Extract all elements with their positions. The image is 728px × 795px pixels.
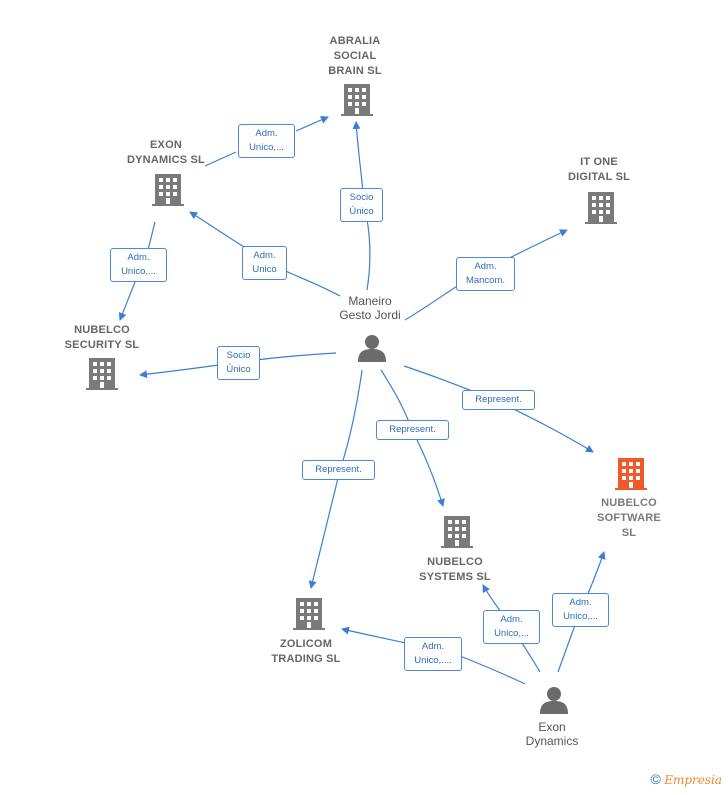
edge-label-maneiro-zolicom[interactable]: Represent. — [302, 460, 375, 480]
nubelco-software-building-icon[interactable] — [615, 458, 647, 490]
node-label-nubelco-systems[interactable]: NUBELCO SYSTEMS SL — [419, 556, 491, 583]
itone-building-icon[interactable] — [585, 192, 617, 224]
node-label-zolicom[interactable]: ZOLICOM TRADING SL — [271, 638, 341, 665]
abralia-building-icon[interactable] — [341, 84, 373, 116]
edge-label-exonp-zolicom[interactable]: Adm. Unico,.... — [404, 637, 462, 671]
edge-exon-abralia — [204, 117, 328, 167]
person-label-maneiro[interactable]: Maneiro Gesto Jordi — [339, 294, 401, 322]
nubelco-systems-building-icon[interactable] — [441, 516, 473, 548]
edge-label-maneiro-exon[interactable]: Adm. Unico — [242, 246, 287, 280]
edge-label-exon-abralia[interactable]: Adm. Unico,... — [238, 124, 295, 158]
copyright-symbol: © — [650, 771, 661, 787]
edge-label-maneiro-abralia[interactable]: Socio Único — [340, 188, 383, 222]
exon-person-icon[interactable] — [540, 687, 568, 714]
edge-label-exon-security[interactable]: Adm. Unico,... — [110, 248, 167, 282]
zolicom-building-icon[interactable] — [293, 598, 325, 630]
nubelco-security-building-icon[interactable] — [86, 358, 118, 390]
edge-exon-security — [120, 221, 156, 320]
maneiro-person-icon[interactable] — [358, 335, 386, 362]
node-label-itone[interactable]: IT ONE DIGITAL SL — [567, 156, 631, 183]
person-label-exon[interactable]: Exon Dynamics — [525, 720, 579, 748]
exon-sl-building-icon[interactable] — [152, 174, 184, 206]
node-label-nubelco-software[interactable]: NUBELCO SOFTWARE SL — [597, 497, 661, 539]
footer-brand: © Empresia — [651, 771, 722, 787]
node-label-exon-sl[interactable]: EXON DYNAMICS SL — [127, 139, 205, 166]
node-label-abralia[interactable]: ABRALIA SOCIAL BRAIN SL — [328, 35, 382, 77]
edge-label-exonp-software[interactable]: Adm. Unico,... — [552, 593, 609, 627]
edge-label-maneiro-security[interactable]: Socio Único — [217, 346, 260, 380]
node-label-nubelco-security[interactable]: NUBELCO SECURITY SL — [64, 324, 140, 351]
edge-label-maneiro-systems[interactable]: Represent. — [376, 420, 449, 440]
brand-logo: Empresia — [664, 773, 722, 787]
edge-label-exonp-systems[interactable]: Adm. Unico,... — [483, 610, 540, 644]
edge-label-maneiro-itone[interactable]: Adm. Mancom. — [456, 257, 515, 291]
edge-label-maneiro-software[interactable]: Represent. — [462, 390, 535, 410]
